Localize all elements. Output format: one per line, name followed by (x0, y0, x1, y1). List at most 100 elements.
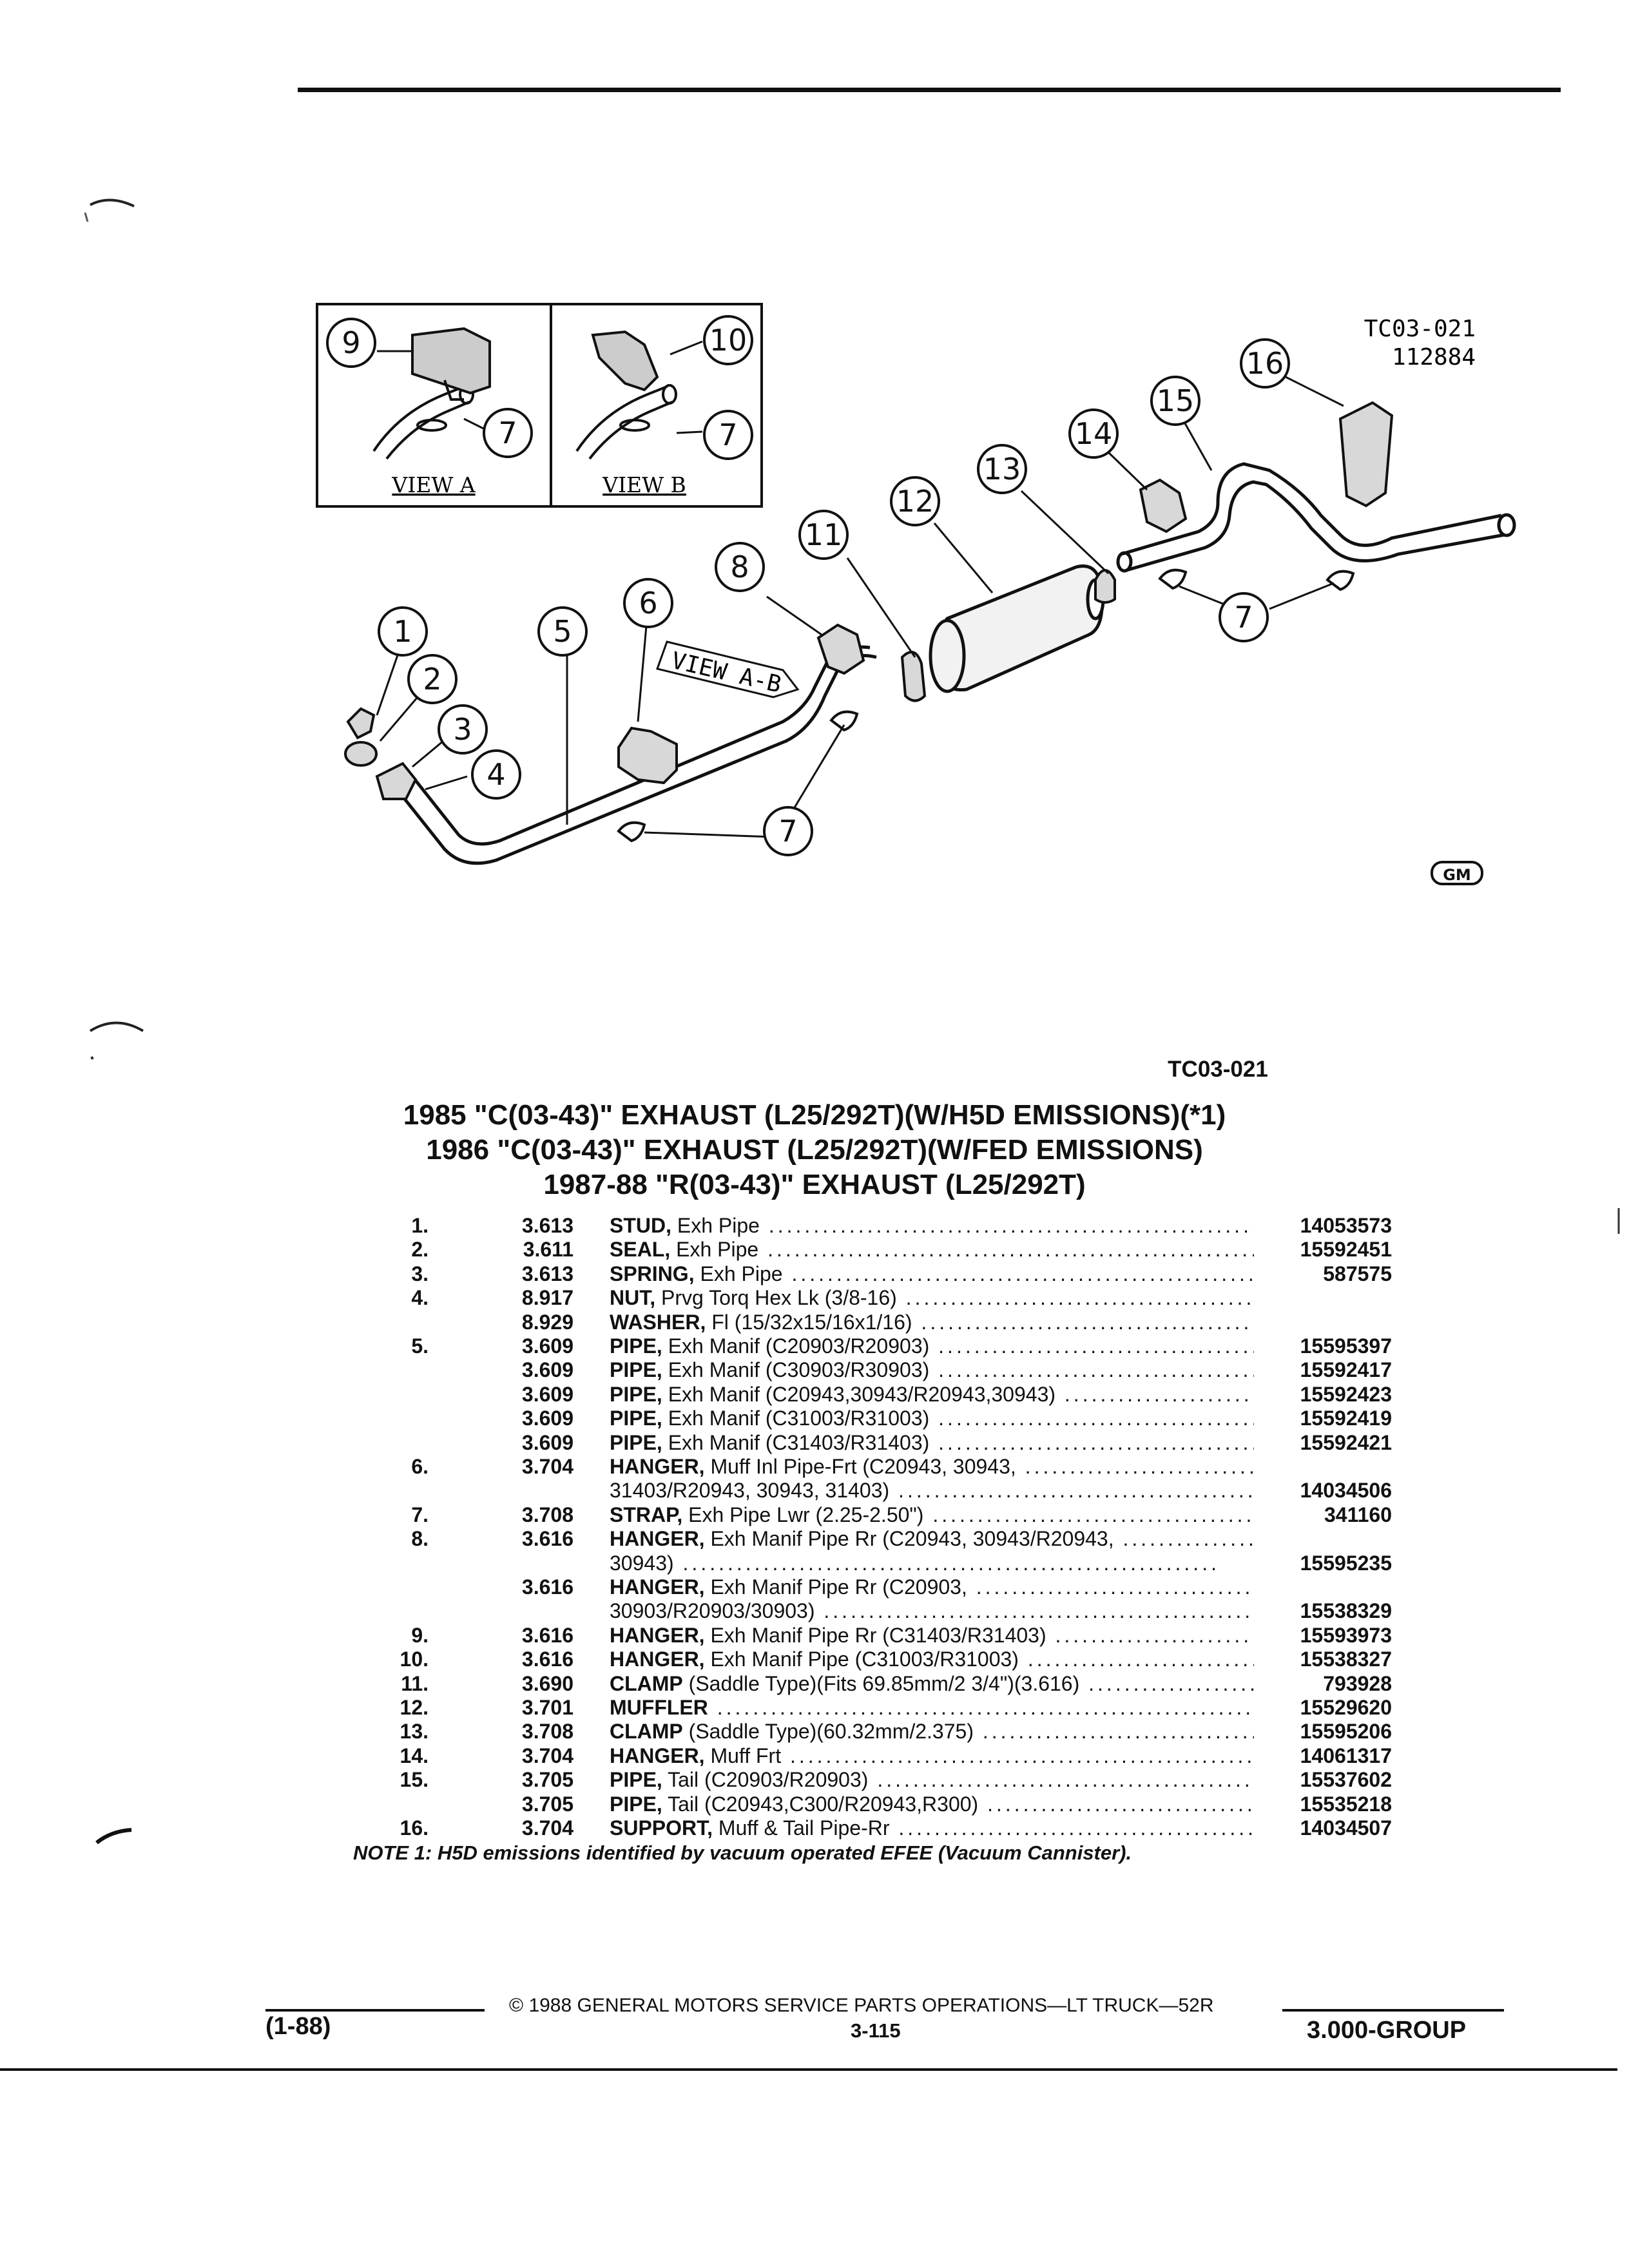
part-detail: 30903/R20903/30903) (610, 1599, 815, 1622)
leader-dots: ........................................… (938, 1407, 1254, 1430)
part-row: 30903/R20903/30903) ....................… (0, 1599, 1629, 1622)
title-line-1: 1985 "C(03-43)" EXHAUST (L25/292T)(W/H5D… (403, 1099, 1226, 1131)
part-detail: Exh Pipe Lwr (2.25-2.50") (682, 1503, 924, 1526)
part-name: CLAMP (610, 1720, 683, 1743)
part-catalog-code: 8.929 (521, 1311, 574, 1334)
strap-parts (617, 568, 1355, 843)
part-number: 15592451 (1300, 1238, 1392, 1261)
part-name: CLAMP (610, 1672, 683, 1695)
part-catalog-code: 3.704 (521, 1816, 574, 1840)
footer-copyright: © 1988 GENERAL MOTORS SERVICE PARTS OPER… (509, 1995, 1214, 2016)
part-catalog-code: 3.705 (521, 1792, 574, 1816)
part-number: 15592417 (1300, 1358, 1392, 1381)
part-name: HANGER, (610, 1575, 705, 1599)
part-name: HANGER, (610, 1648, 705, 1671)
part-catalog-code: 3.690 (521, 1672, 574, 1695)
leader-dots: ........................................… (1064, 1383, 1254, 1406)
part-name: HANGER, (610, 1455, 705, 1478)
part-detail: Prvg Torq Hex Lk (3/8-16) (655, 1286, 897, 1309)
part-catalog-code: 3.616 (521, 1527, 574, 1550)
leader-dots: ........................................… (1055, 1624, 1255, 1647)
part-name: PIPE, (610, 1768, 662, 1791)
part-name: PIPE, (610, 1383, 662, 1406)
view-b-drawing (575, 330, 677, 460)
part-description: PIPE, Tail (C20903/R20903) .............… (610, 1768, 1254, 1792)
part-catalog-code: 3.616 (521, 1624, 574, 1647)
leader-dots: ........................................… (1025, 1455, 1254, 1478)
callout-7-view-a: 7 (498, 416, 517, 450)
callout-4: 4 (487, 757, 505, 792)
part-catalog-code: 3.609 (521, 1334, 574, 1358)
part-name: NUT, (610, 1286, 656, 1309)
part-detail: 30943) (610, 1552, 674, 1575)
callout-11: 11 (805, 517, 843, 552)
part-detail: Muff Inl Pipe-Frt (C20943, 30943, (704, 1455, 1016, 1478)
part-description: 30943) .................................… (610, 1552, 1254, 1575)
part-description: HANGER, Exh Manif Pipe (C31003/R31003) .… (610, 1648, 1254, 1671)
part-detail: (Saddle Type)(60.32mm/2.375) (682, 1720, 974, 1743)
callout-13: 13 (983, 452, 1021, 486)
leader-dots: ........................................… (758, 1238, 1254, 1261)
part-ref-number: 13. (400, 1720, 429, 1743)
part-detail: Exh Manif (C31003/R31003) (662, 1407, 930, 1430)
part-row: 30943) .................................… (0, 1552, 1629, 1575)
bottom-rule (0, 2068, 1617, 2071)
view-ab-arrow: VIEW A-B (656, 640, 800, 698)
title-line-3: 1987-88 "R(03-43)" EXHAUST (L25/292T) (543, 1169, 1086, 1200)
part-detail: Exh Manif Pipe (C31003/R31003) (704, 1648, 1019, 1671)
part-ref-number: 6. (411, 1455, 429, 1478)
part-name: STRAP, (610, 1503, 683, 1526)
drawing-number: TC03-021 (1168, 1057, 1268, 1082)
part-description: MUFFLER ................................… (610, 1696, 1254, 1720)
part-description: PIPE, Exh Manif (C20903/R20903) ........… (610, 1334, 1254, 1358)
part-number: 14034506 (1300, 1479, 1392, 1502)
part-name: PIPE, (610, 1431, 662, 1454)
part-catalog-code: 3.613 (521, 1214, 574, 1237)
callout-10: 10 (709, 323, 747, 358)
callout-15: 15 (1157, 383, 1195, 418)
footer-group: 3.000-GROUP (1307, 2017, 1467, 2044)
footer-rule-left (265, 2009, 485, 2012)
part-ref-number: 10. (400, 1648, 429, 1671)
part-catalog-code: 3.704 (521, 1455, 574, 1478)
leader-dots: ........................................… (673, 1552, 1220, 1575)
part-number: 14061317 (1300, 1744, 1392, 1767)
part-description: 30903/R20903/30903) ....................… (610, 1599, 1254, 1623)
part-row: 6. 3.704 HANGER, Muff Inl Pipe-Frt (C20943… (0, 1455, 1629, 1478)
part-description: HANGER, Muff Frt .......................… (610, 1744, 1254, 1768)
view-a-label: VIEW A (391, 472, 476, 497)
part-number: 15595206 (1300, 1720, 1392, 1743)
part-number: 15538327 (1300, 1648, 1392, 1671)
part-detail: Exh Pipe (671, 1214, 760, 1237)
part-name: PIPE, (610, 1358, 662, 1381)
gm-logo: GM (1431, 861, 1483, 885)
part-number: 341160 (1324, 1503, 1392, 1526)
part-catalog-code: 3.708 (521, 1503, 574, 1526)
part-description: CLAMP (Saddle Type)(60.32mm/2.375) .....… (610, 1720, 1254, 1744)
callout-16: 16 (1246, 346, 1284, 381)
callout-2: 2 (423, 662, 441, 697)
view-b-label: VIEW B (602, 472, 686, 497)
part-catalog-code: 3.708 (521, 1720, 574, 1743)
leader-dots: ........................................… (932, 1503, 1254, 1526)
part-ref-number: 8. (411, 1527, 429, 1550)
callout-12: 12 (896, 484, 934, 519)
part-number: 793928 (1323, 1672, 1392, 1695)
leader-dots: ........................................… (898, 1479, 1254, 1502)
part-number: 15538329 (1300, 1599, 1392, 1622)
callout-numbers: 9 7 10 7 1 2 3 4 5 6 8 11 12 13 14 15 16… (342, 323, 1284, 849)
footer-date-code: (1-88) (265, 2013, 331, 2040)
leader-dots: ........................................… (921, 1311, 1254, 1334)
part-name: SPRING, (610, 1262, 695, 1285)
